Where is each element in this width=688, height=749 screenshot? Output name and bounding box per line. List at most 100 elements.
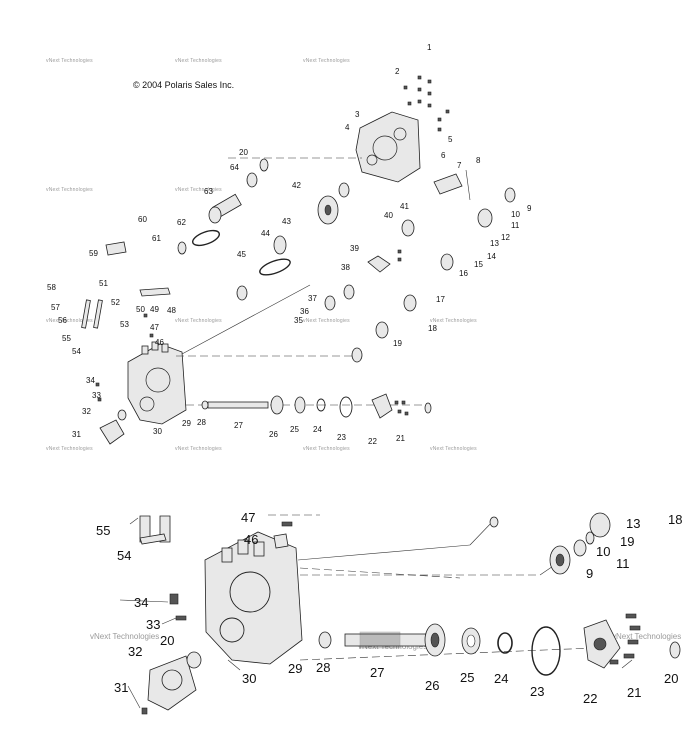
callout-number: 13 <box>490 239 499 248</box>
callout-number: 26 <box>269 430 278 439</box>
callout-number: 10 <box>511 210 520 219</box>
callout-number: 54 <box>72 347 81 356</box>
callout-number: 31 <box>114 680 128 695</box>
callout-number: 52 <box>111 298 120 307</box>
watermark: vNext Technologies <box>303 318 350 324</box>
watermark: vNext Technologies <box>303 58 350 64</box>
callout-number: 55 <box>96 523 110 538</box>
callout-number: 22 <box>583 691 597 706</box>
watermark: vNext Technologies <box>175 58 222 64</box>
callout-number: 28 <box>316 660 330 675</box>
callout-number: 27 <box>370 665 384 680</box>
callout-number: 37 <box>308 294 317 303</box>
shaft-drawing <box>207 401 269 409</box>
callout-number: 4 <box>345 123 350 132</box>
callout-number: 48 <box>167 306 176 315</box>
callout-number: 3 <box>355 110 360 119</box>
callout-number: 47 <box>241 510 255 525</box>
callout-number: 18 <box>428 324 437 333</box>
callout-number: 50 <box>136 305 145 314</box>
callout-number: 21 <box>396 434 405 443</box>
callout-number: 24 <box>313 425 322 434</box>
rear-housing-drawing <box>355 111 421 183</box>
callout-number: 31 <box>72 430 81 439</box>
lower-detail-view: 55 54 47 46 13 18 19 11 10 9 34 33 20 32… <box>96 510 682 715</box>
callout-number: 23 <box>337 433 346 442</box>
callout-number: 46 <box>244 532 258 547</box>
callout-number: 29 <box>182 419 191 428</box>
callout-number: 34 <box>134 595 148 610</box>
callout-number: 30 <box>242 671 256 686</box>
callout-number: 25 <box>290 425 299 434</box>
callout-number: 56 <box>58 316 67 325</box>
callout-number: 10 <box>596 544 610 559</box>
callout-number: 45 <box>237 250 246 259</box>
callout-number: 16 <box>459 269 468 278</box>
callout-number: 27 <box>234 421 243 430</box>
callout-number: 24 <box>494 671 508 686</box>
callout-number: 7 <box>457 161 462 170</box>
watermark: vNext Technologies <box>46 58 93 64</box>
callout-number: 29 <box>288 661 302 676</box>
callout-number: 25 <box>460 670 474 685</box>
callout-number: 9 <box>586 566 593 581</box>
copyright-notice: © 2004 Polaris Sales Inc. <box>133 80 235 90</box>
callout-number: 19 <box>393 339 402 348</box>
callout-number: 63 <box>204 187 213 196</box>
watermark: vNext Technologies <box>175 318 222 324</box>
callout-number: 61 <box>152 234 161 243</box>
callout-number: 62 <box>177 218 186 227</box>
callout-number: 34 <box>86 376 95 385</box>
callout-number: 6 <box>441 151 446 160</box>
callout-number: 20 <box>664 671 678 686</box>
callout-number: 22 <box>368 437 377 446</box>
watermark: vNext Technologies <box>612 632 682 641</box>
detail-housing-drawing <box>204 531 303 665</box>
callout-number: 8 <box>476 156 481 165</box>
callout-number: 33 <box>146 617 160 632</box>
callout-number: 59 <box>89 249 98 258</box>
callout-number: 51 <box>99 279 108 288</box>
watermark: vNext Technologies <box>46 446 93 452</box>
callout-number: 43 <box>282 217 291 226</box>
callout-number: 17 <box>436 295 445 304</box>
callout-number: 32 <box>128 644 142 659</box>
callout-number: 11 <box>616 556 630 571</box>
watermark: vNext Technologies <box>358 642 428 651</box>
callout-number: 38 <box>341 263 350 272</box>
callout-number: 2 <box>395 67 400 76</box>
callout-number: 42 <box>292 181 301 190</box>
callout-number: 36 <box>300 307 309 316</box>
callout-number: 39 <box>350 244 359 253</box>
callout-number: 28 <box>197 418 206 427</box>
callout-number: 13 <box>626 516 640 531</box>
callout-number: 1 <box>427 43 432 52</box>
callout-number: 11 <box>511 221 520 230</box>
watermark: vNext Technologies <box>46 187 93 193</box>
callout-number: 19 <box>620 534 634 549</box>
callout-number: 9 <box>527 204 532 213</box>
callout-number: 58 <box>47 283 56 292</box>
callout-number: 20 <box>239 148 248 157</box>
callout-number: 23 <box>530 684 544 699</box>
callout-number: 35 <box>294 316 303 325</box>
watermark: vNext Technologies <box>46 318 93 324</box>
callout-number: 53 <box>120 320 129 329</box>
callout-number: 44 <box>261 229 270 238</box>
callout-number: 46 <box>155 338 164 347</box>
watermark: vNext Technologies <box>430 446 477 452</box>
callout-number: 54 <box>117 548 131 563</box>
callout-number: 26 <box>425 678 439 693</box>
callout-number: 32 <box>82 407 91 416</box>
upper-exploded-view: 1 2 3 4 5 6 7 8 9 10 11 12 13 14 15 16 1… <box>47 43 532 446</box>
callout-number: 21 <box>627 685 641 700</box>
callout-number: 20 <box>160 633 174 648</box>
callout-number: 64 <box>230 163 239 172</box>
callout-number: 33 <box>92 391 101 400</box>
callout-number: 57 <box>51 303 60 312</box>
callout-number: 14 <box>487 252 496 261</box>
callout-number: 30 <box>153 427 162 436</box>
callout-number: 15 <box>474 260 483 269</box>
